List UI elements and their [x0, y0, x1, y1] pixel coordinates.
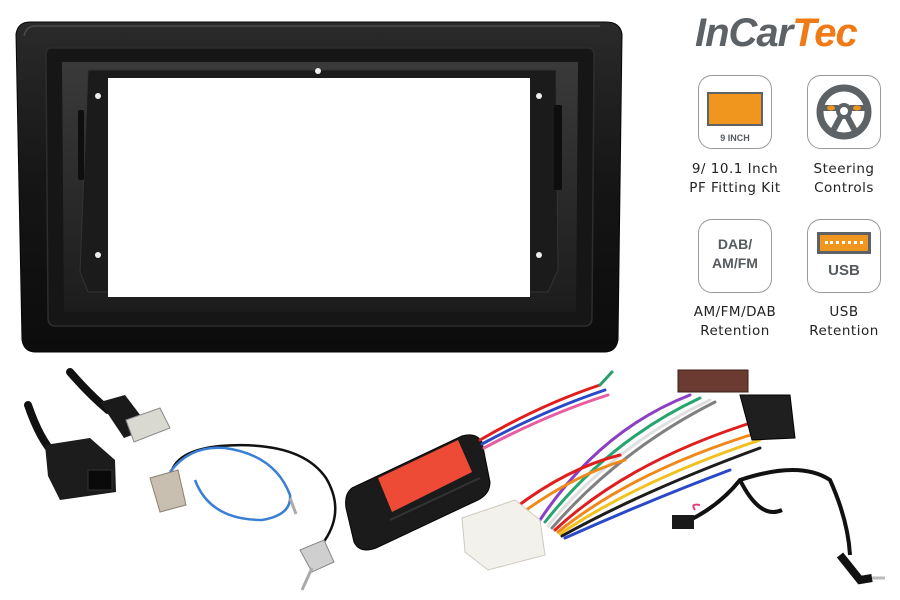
icon-text-line-1: DAB/ [717, 236, 753, 252]
iso-connector [677, 369, 796, 441]
antenna-adapter-cable [149, 443, 337, 591]
steering-wheel-icon [816, 84, 872, 140]
tile-icon-text: 9 INCH [720, 133, 750, 143]
label-line-2: Retention [809, 323, 879, 339]
brand-logo: InCarTec [695, 8, 858, 58]
fascia-panel [15, 21, 623, 353]
screen-9inch-icon [707, 92, 763, 126]
feature-label-usb: USB Retention [789, 303, 899, 341]
jack-patch-lead [672, 468, 885, 585]
white-harness-connector [461, 499, 546, 571]
label-line-2: Retention [700, 323, 770, 339]
label-line-1: AM/FM/DAB [693, 304, 777, 320]
label-line-1: Steering [813, 161, 875, 177]
label-line-1: USB [829, 304, 859, 320]
usb-port-icon [817, 232, 871, 254]
steering-interface-box [345, 434, 491, 551]
feature-label-steering: Steering Controls [789, 160, 899, 198]
feature-label-fitting-kit: 9/ 10.1 Inch PF Fitting Kit [680, 160, 790, 198]
icon-text-line-2: AM/FM [712, 255, 758, 271]
tile-icon-text: USB [828, 262, 860, 279]
feature-tile-radio: DAB/ AM/FM [698, 219, 772, 293]
feature-tile-steering [807, 75, 881, 149]
usb-adapter-cable [24, 368, 171, 500]
logo-text-tec: Tec [792, 11, 857, 55]
label-line-2: Controls [814, 180, 874, 196]
feature-label-radio: AM/FM/DAB Retention [680, 303, 790, 341]
logo-text-incar: InCar [695, 11, 793, 55]
label-line-1: 9/ 10.1 Inch [691, 161, 779, 177]
feature-tile-fitting-kit: 9 INCH [698, 75, 772, 149]
feature-tile-usb: USB [807, 219, 881, 293]
iso-wiring-harness [478, 370, 762, 540]
dab-radio-icon: DAB/ AM/FM [699, 235, 771, 273]
label-line-2: PF Fitting Kit [689, 180, 781, 196]
